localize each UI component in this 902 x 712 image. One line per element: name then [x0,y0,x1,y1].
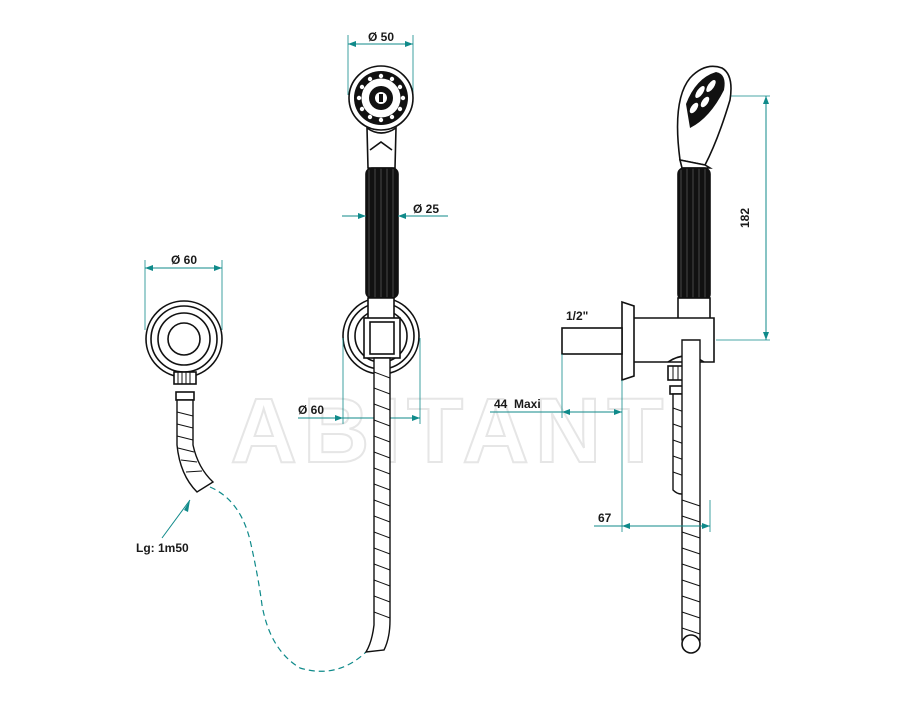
arrowhead [622,523,630,529]
watermark-text: ABITANT [231,380,670,482]
arrowhead [184,500,190,512]
hose-continuation-dashed [209,486,371,672]
arrowhead [763,96,769,104]
handle-side [677,167,711,301]
hose-segment [176,399,215,493]
dim-label-hose-length: Lg: 1m50 [136,541,189,555]
shower-handle [365,167,399,299]
neck-side [678,158,713,169]
arrowhead [398,213,406,219]
outlet-nut [173,371,197,385]
hand-shower-front-view: Ø 50 Ø 25 [298,30,448,653]
shower-neck [366,126,397,169]
wall-flange [621,300,635,382]
dim-label-head-diameter: Ø 50 [368,30,394,44]
holder-body-side [632,317,715,363]
threaded-stub [561,327,623,355]
arrowhead [348,41,356,47]
wall-outlet-view: Ø 60 Lg: 1m50 [136,253,371,672]
leader-line [161,499,191,539]
arrowhead [358,213,366,219]
hose-side [681,339,701,649]
outlet-bore [167,322,201,356]
arrowhead [763,332,769,340]
outlet-rosette-inner [157,312,211,366]
arrowhead [562,409,570,415]
arrowhead [614,409,622,415]
arrowhead [335,415,343,421]
arrowhead [702,523,710,529]
arrowhead [405,41,413,47]
dim-label-outlet-diameter: Ø 60 [171,253,197,267]
shower-hose [364,357,391,653]
neck-detail [369,141,393,151]
dim-label-offset: 67 [598,511,612,525]
dim-label-thread: 1/2" [566,309,588,323]
side-profile-view: 182 1/2" [490,65,770,654]
arrowhead [145,265,153,271]
holder-clip-inner [369,321,395,355]
dim-label-handle-diameter: Ø 25 [413,202,439,216]
dim-label-holder-diameter: Ø 60 [298,403,324,417]
hose-connector [175,391,195,401]
dim-label-projection: 44 Maxi [494,397,541,411]
dim-label-height: 182 [738,208,752,228]
holder-top [677,297,711,321]
hose-end-side [681,634,701,654]
arrowhead [412,415,420,421]
arrowhead [214,265,222,271]
